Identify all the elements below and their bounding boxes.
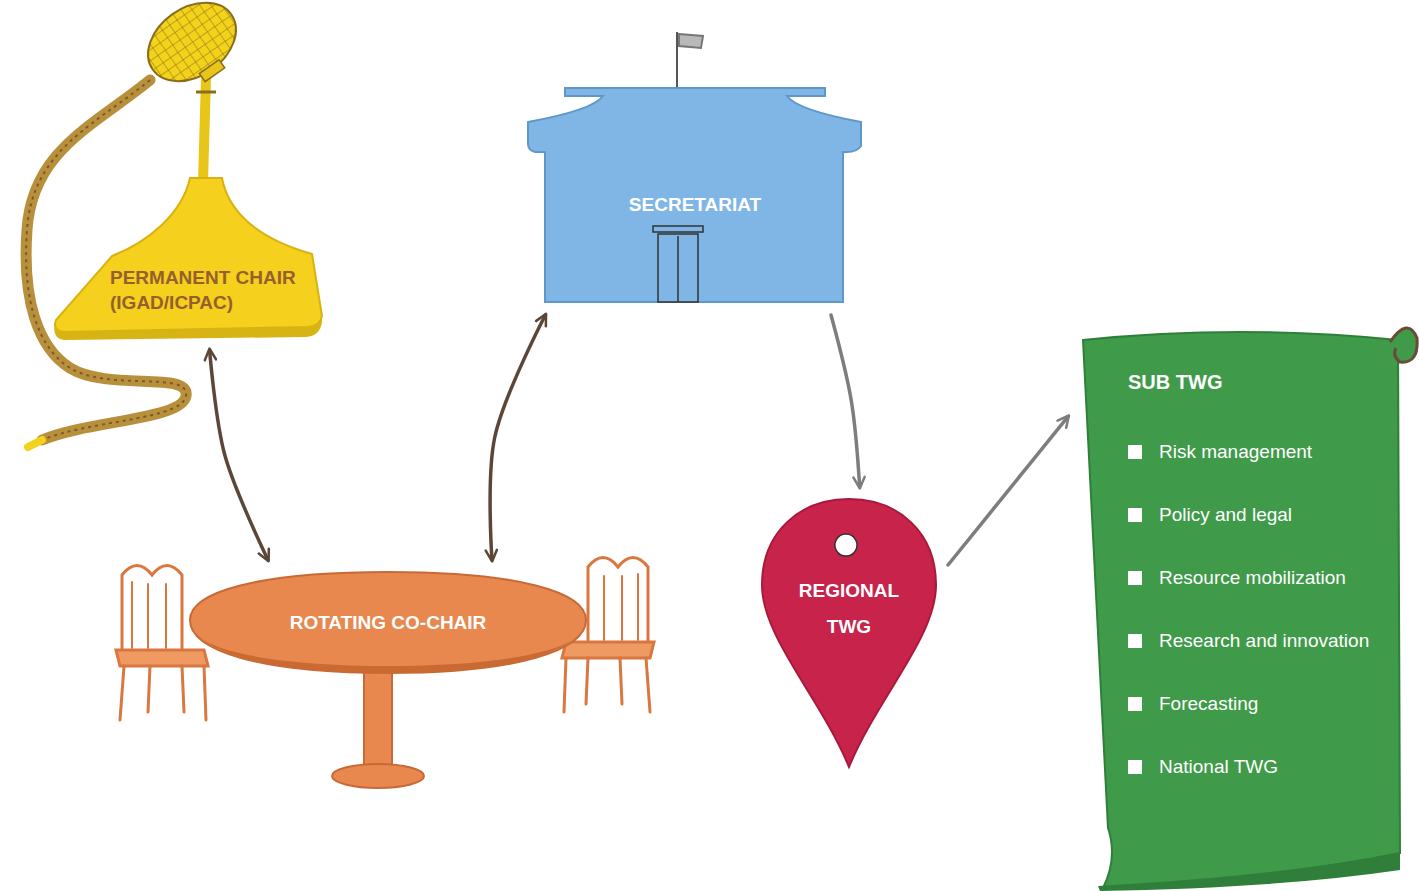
chair-stand-outline [50, 170, 330, 340]
chair-stand: PERMANENT CHAIR (IGAD/ICPAC) [50, 170, 330, 340]
list-item: Policy and legal [1159, 503, 1292, 527]
list-row: Risk management [1128, 440, 1399, 464]
node-label: SECRETARIAT [545, 193, 845, 217]
list-row: Research and innovation [1128, 629, 1399, 653]
connector-arrow [831, 315, 860, 487]
chair [116, 566, 208, 721]
shape-part [676, 32, 678, 88]
mic-head-grid [133, 0, 251, 97]
shape-part [190, 572, 586, 673]
shape-part [762, 499, 936, 767]
table-foot [332, 764, 424, 788]
list-row: Forecasting [1128, 692, 1399, 716]
bullet-square [1128, 697, 1142, 711]
mic-head [133, 0, 254, 102]
list-item: Risk management [1159, 440, 1312, 464]
list-item: National TWG [1159, 755, 1278, 779]
scroll: SUB TWG Risk managementPolicy and legalRe… [1078, 298, 1419, 891]
chair-seat [116, 650, 208, 666]
node-label: ROTATING CO-CHAIR [218, 610, 558, 635]
list-row: National TWG [1128, 755, 1399, 779]
map-pin: REGIONAL TWG [760, 497, 938, 769]
list-item: Forecasting [1159, 692, 1258, 716]
node-content: SECRETARIAT [525, 30, 865, 229]
shape-part [1390, 328, 1417, 362]
chair-legs [564, 658, 650, 712]
chair-slats [604, 574, 638, 640]
node-content: PERMANENT CHAIR (IGAD/ICPAC) [50, 170, 330, 327]
shape-part [1083, 332, 1400, 888]
list-row: Resource mobilization [1128, 566, 1399, 590]
shape-part [835, 534, 857, 556]
shape-part [1098, 853, 1400, 891]
node-content: SUB TWG Risk managementPolicy and legalRe… [1078, 298, 1419, 848]
shape-part [55, 178, 322, 332]
chair-seat [562, 642, 654, 658]
shape-part [528, 88, 861, 302]
mic-neck [203, 78, 206, 182]
mic-ring [199, 60, 224, 82]
connector-arrow [490, 315, 545, 560]
list-row: Policy and legal [1128, 503, 1399, 527]
bullet-square [1128, 571, 1142, 585]
bullet-square [1128, 445, 1142, 459]
shape-part [54, 316, 322, 340]
node-label: PERMANENT CHAIR (IGAD/ICPAC) [110, 265, 305, 315]
table-leg [364, 668, 392, 772]
cable-plug [28, 440, 42, 447]
node-label: REGIONAL TWG [793, 573, 905, 645]
chair-back [588, 558, 648, 643]
list-item: Research and innovation [1159, 629, 1369, 653]
shape-part [679, 34, 703, 48]
bullet-square [1128, 508, 1142, 522]
list-heading: SUB TWG [1128, 370, 1399, 394]
bullet-square [1128, 760, 1142, 774]
shape-part [653, 226, 703, 302]
mic-clip [196, 91, 216, 94]
chair-back [122, 566, 182, 651]
secretariat-building: SECRETARIAT [525, 30, 865, 305]
connector-arrow [210, 350, 268, 560]
node-content: ROTATING CO-CHAIR [188, 570, 588, 647]
bullet-square [1128, 634, 1142, 648]
mic-head-shell [133, 0, 251, 97]
chair-legs [120, 666, 206, 720]
list-item: Resource mobilization [1159, 566, 1346, 590]
chair-slats [132, 582, 166, 648]
shape-part [198, 636, 578, 673]
node-content: REGIONAL TWG [760, 497, 938, 657]
table-top: ROTATING CO-CHAIR [188, 570, 588, 675]
secretariat-building-outline [525, 30, 865, 305]
connector-arrow [948, 417, 1068, 565]
